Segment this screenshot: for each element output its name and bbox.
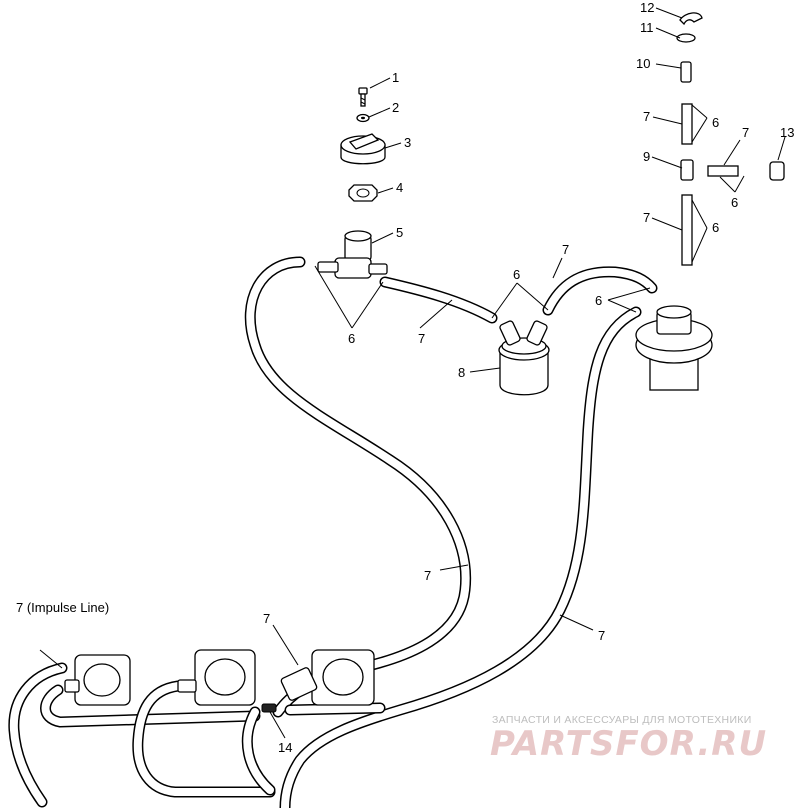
screw-1 bbox=[358, 87, 368, 107]
leader-lines bbox=[39, 7, 786, 739]
callout-7-right-hose: 7 bbox=[598, 628, 605, 643]
carburetor-middle bbox=[177, 649, 256, 706]
callout-12: 12 bbox=[640, 0, 654, 15]
callout-13: 13 bbox=[780, 125, 794, 140]
callout-1: 1 bbox=[392, 70, 399, 85]
hose-lines bbox=[8, 256, 658, 808]
hose-left-long bbox=[244, 256, 472, 718]
carburetors bbox=[64, 649, 375, 713]
callout-11: 11 bbox=[640, 20, 654, 35]
callout-7-vent-side: 7 bbox=[742, 125, 749, 140]
carburetor-left bbox=[64, 654, 131, 706]
callout-14: 14 bbox=[278, 740, 292, 755]
callout-3: 3 bbox=[404, 135, 411, 150]
callout-7-left-hose: 7 bbox=[424, 568, 431, 583]
watermark: ЗАПЧАСТИ И АКСЕССУАРЫ ДЛЯ МОТОТЕХНИКИ PA… bbox=[490, 714, 767, 764]
callout-2: 2 bbox=[392, 100, 399, 115]
carburetor-right bbox=[280, 649, 375, 706]
callout-8: 8 bbox=[458, 365, 465, 380]
valve-cap-3 bbox=[340, 133, 386, 165]
callout-6-valve: 6 bbox=[348, 331, 355, 346]
callout-7-vent-lower: 7 bbox=[643, 210, 650, 225]
fuel-filter-8 bbox=[498, 320, 550, 396]
callout-7-filter-hose: 7 bbox=[562, 242, 569, 257]
tank-flange bbox=[635, 305, 713, 391]
callout-10: 10 bbox=[636, 56, 650, 71]
callout-7-vent-upper: 7 bbox=[643, 109, 650, 124]
callout-6-filter: 6 bbox=[513, 267, 520, 282]
watermark-brand: PARTSFOR.RU bbox=[490, 724, 767, 764]
callout-6-vent-upper: 6 bbox=[712, 115, 719, 130]
nut-4 bbox=[348, 184, 378, 202]
vent-assembly bbox=[676, 12, 785, 266]
callout-4: 4 bbox=[396, 180, 403, 195]
fuel-valve-5 bbox=[317, 230, 388, 279]
callout-7-valve-hose: 7 bbox=[418, 331, 425, 346]
callout-6-tank: 6 bbox=[595, 293, 602, 308]
callout-7-impulse-line: 7 (Impulse Line) bbox=[16, 600, 109, 615]
callout-9: 9 bbox=[643, 149, 650, 164]
callout-6-vent-lower: 6 bbox=[712, 220, 719, 235]
callout-7-carb: 7 bbox=[263, 611, 270, 626]
callout-6-vent-side: 6 bbox=[731, 195, 738, 210]
callout-labels: 1 2 3 4 5 6 7 6 7 6 8 12 11 10 7 6 7 13 … bbox=[16, 0, 794, 755]
callout-5: 5 bbox=[396, 225, 403, 240]
watermark-tagline: ЗАПЧАСТИ И АКСЕССУАРЫ ДЛЯ МОТОТЕХНИКИ bbox=[492, 714, 752, 726]
tee-fitting-14 bbox=[261, 703, 277, 713]
